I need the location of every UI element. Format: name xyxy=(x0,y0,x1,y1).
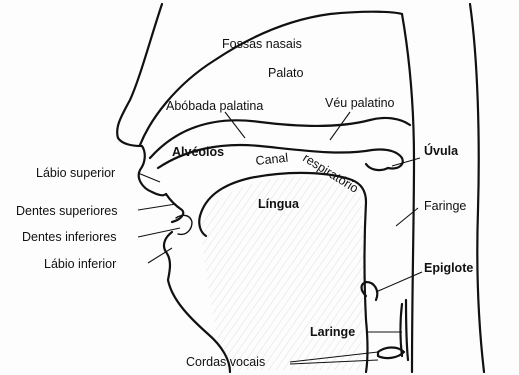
label-labio-superior: Lábio superior xyxy=(36,166,115,180)
label-laringe: Laringe xyxy=(310,325,355,339)
label-palato: Palato xyxy=(268,66,303,80)
label-lingua: Língua xyxy=(258,197,300,211)
label-labio-inferior: Lábio inferior xyxy=(44,257,116,271)
leader-epiglote xyxy=(376,272,422,292)
label-fossas-nasais: Fossas nasais xyxy=(222,37,302,51)
neck-outline xyxy=(470,4,484,372)
label-canal: Canal xyxy=(255,151,289,168)
label-dentes-inferiores: Dentes inferiores xyxy=(22,230,117,244)
label-epiglote: Epiglote xyxy=(424,261,473,275)
leader-dentes-inferiores xyxy=(138,228,180,237)
leader-uvula xyxy=(392,158,420,166)
label-cordas-vocais: Cordas vocais xyxy=(186,355,265,369)
label-dentes-superiores: Dentes superiores xyxy=(16,204,117,218)
label-uvula: Úvula xyxy=(424,143,459,158)
leader-abobada xyxy=(225,112,245,138)
upper-teeth-outline xyxy=(166,194,183,222)
label-veu-palatino: Véu palatino xyxy=(325,96,395,110)
label-abobada-palatina: Abóbada palatina xyxy=(166,99,263,113)
uvula-outline xyxy=(366,164,388,170)
pharynx-wall-outline xyxy=(402,14,414,372)
label-faringe: Faringe xyxy=(424,199,466,213)
leader-dentes-superiores xyxy=(138,204,176,210)
vocal-cords-outline xyxy=(378,348,404,359)
leader-faringe xyxy=(396,208,418,226)
leader-labio-superior xyxy=(138,173,160,182)
label-alveolos: Alvéolos xyxy=(172,145,224,159)
